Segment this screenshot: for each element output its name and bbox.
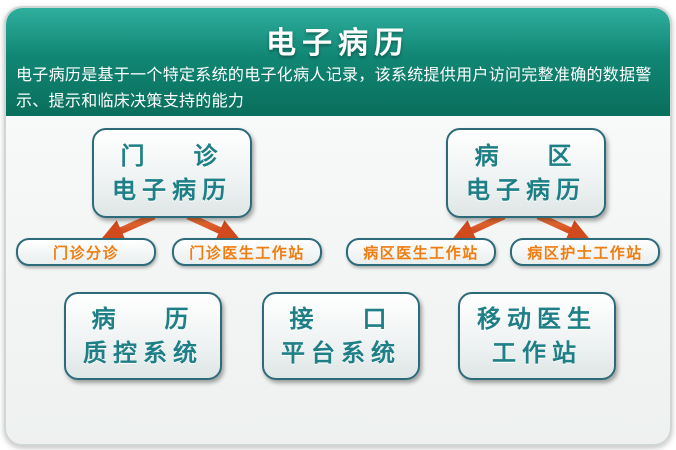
arrow-to-ward-nurse: [536, 212, 591, 241]
arrow-to-ward-doctor: [451, 212, 506, 241]
ward-doctor-station-pill[interactable]: 病区医生工作站: [346, 238, 496, 266]
module-1-line2: 质控系统: [83, 339, 203, 367]
ward-emr-box[interactable]: 病 区 电子病历: [446, 128, 606, 218]
module-3-line2: 工作站: [492, 339, 582, 367]
diagram-frame: 电子病历 电子病历是基于一个特定系统的电子化病人记录，该系统提供用户访问完整准确…: [4, 6, 672, 446]
ward-nurse-station-pill[interactable]: 病区护士工作站: [510, 238, 660, 266]
mobile-doctor-station-box[interactable]: 移动医生 工作站: [458, 292, 616, 380]
outpatient-line2: 电子病历: [112, 176, 232, 204]
ward-line1: 病 区: [474, 142, 578, 170]
arrow-to-outpatient-doctor: [186, 212, 241, 241]
module-2-line2: 平台系统: [281, 339, 401, 367]
outpatient-line1: 门 诊: [120, 142, 224, 170]
module-1-line1: 病 历: [91, 305, 195, 333]
interface-platform-box[interactable]: 接 口 平台系统: [262, 292, 420, 380]
arrow-to-triage: [100, 212, 156, 241]
module-3-line1: 移动医生: [477, 305, 597, 333]
ward-line2: 电子病历: [466, 176, 586, 204]
page-title: 电子病历: [266, 26, 410, 61]
outpatient-triage-pill[interactable]: 门诊分诊: [16, 238, 156, 266]
header-banner: 电子病历 电子病历是基于一个特定系统的电子化病人记录，该系统提供用户访问完整准确…: [6, 8, 670, 116]
emr-quality-control-box[interactable]: 病 历 质控系统: [64, 292, 222, 380]
outpatient-doctor-station-pill[interactable]: 门诊医生工作站: [172, 238, 322, 266]
module-2-line1: 接 口: [289, 305, 393, 333]
header-description: 电子病历是基于一个特定系统的电子化病人记录，该系统提供用户访问完整准确的数据警示…: [16, 65, 652, 110]
outpatient-emr-box[interactable]: 门 诊 电子病历: [92, 128, 252, 218]
